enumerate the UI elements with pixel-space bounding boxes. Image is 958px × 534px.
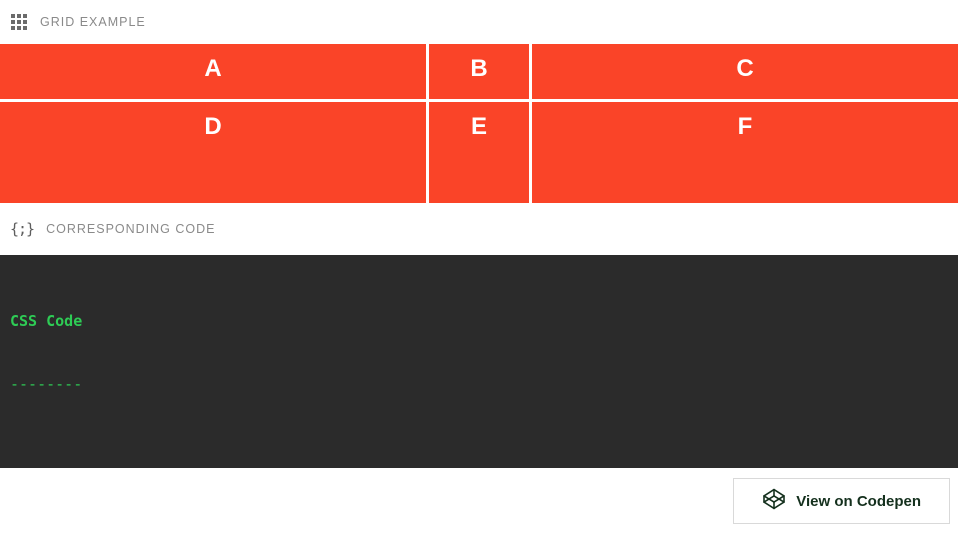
footer: View on Codepen	[0, 468, 958, 534]
grid-cell-a: A	[0, 44, 426, 99]
grid-section-title: GRID EXAMPLE	[40, 15, 146, 29]
code-heading-rule: --------	[10, 374, 948, 395]
code-heading: CSS Code	[10, 311, 948, 332]
code-heading-text: CSS Code	[10, 312, 83, 330]
code-blank-1	[10, 437, 948, 458]
code-section-header: {;} CORRESPONDING CODE	[0, 203, 958, 255]
demo-grid: A B C D E F	[0, 44, 958, 203]
code-braces-icon: {;}	[10, 219, 35, 238]
grid-cell-f: F	[532, 102, 958, 203]
grid-cell-c: C	[532, 44, 958, 99]
grid-cell-b: B	[429, 44, 529, 99]
grid-cell-e: E	[429, 102, 529, 203]
code-heading-rule-text: --------	[10, 375, 83, 393]
view-on-codepen-button[interactable]: View on Codepen	[733, 478, 950, 524]
grid-section-header: GRID EXAMPLE	[0, 0, 958, 44]
code-section-title: CORRESPONDING CODE	[46, 222, 216, 236]
grid-cell-d: D	[0, 102, 426, 203]
codepen-logo-icon	[762, 487, 786, 516]
codepen-button-label: View on Codepen	[796, 492, 921, 510]
grid-dots-icon	[10, 13, 28, 31]
css-code-block: CSS Code -------- .demo-3 { grid-templat…	[0, 255, 958, 468]
